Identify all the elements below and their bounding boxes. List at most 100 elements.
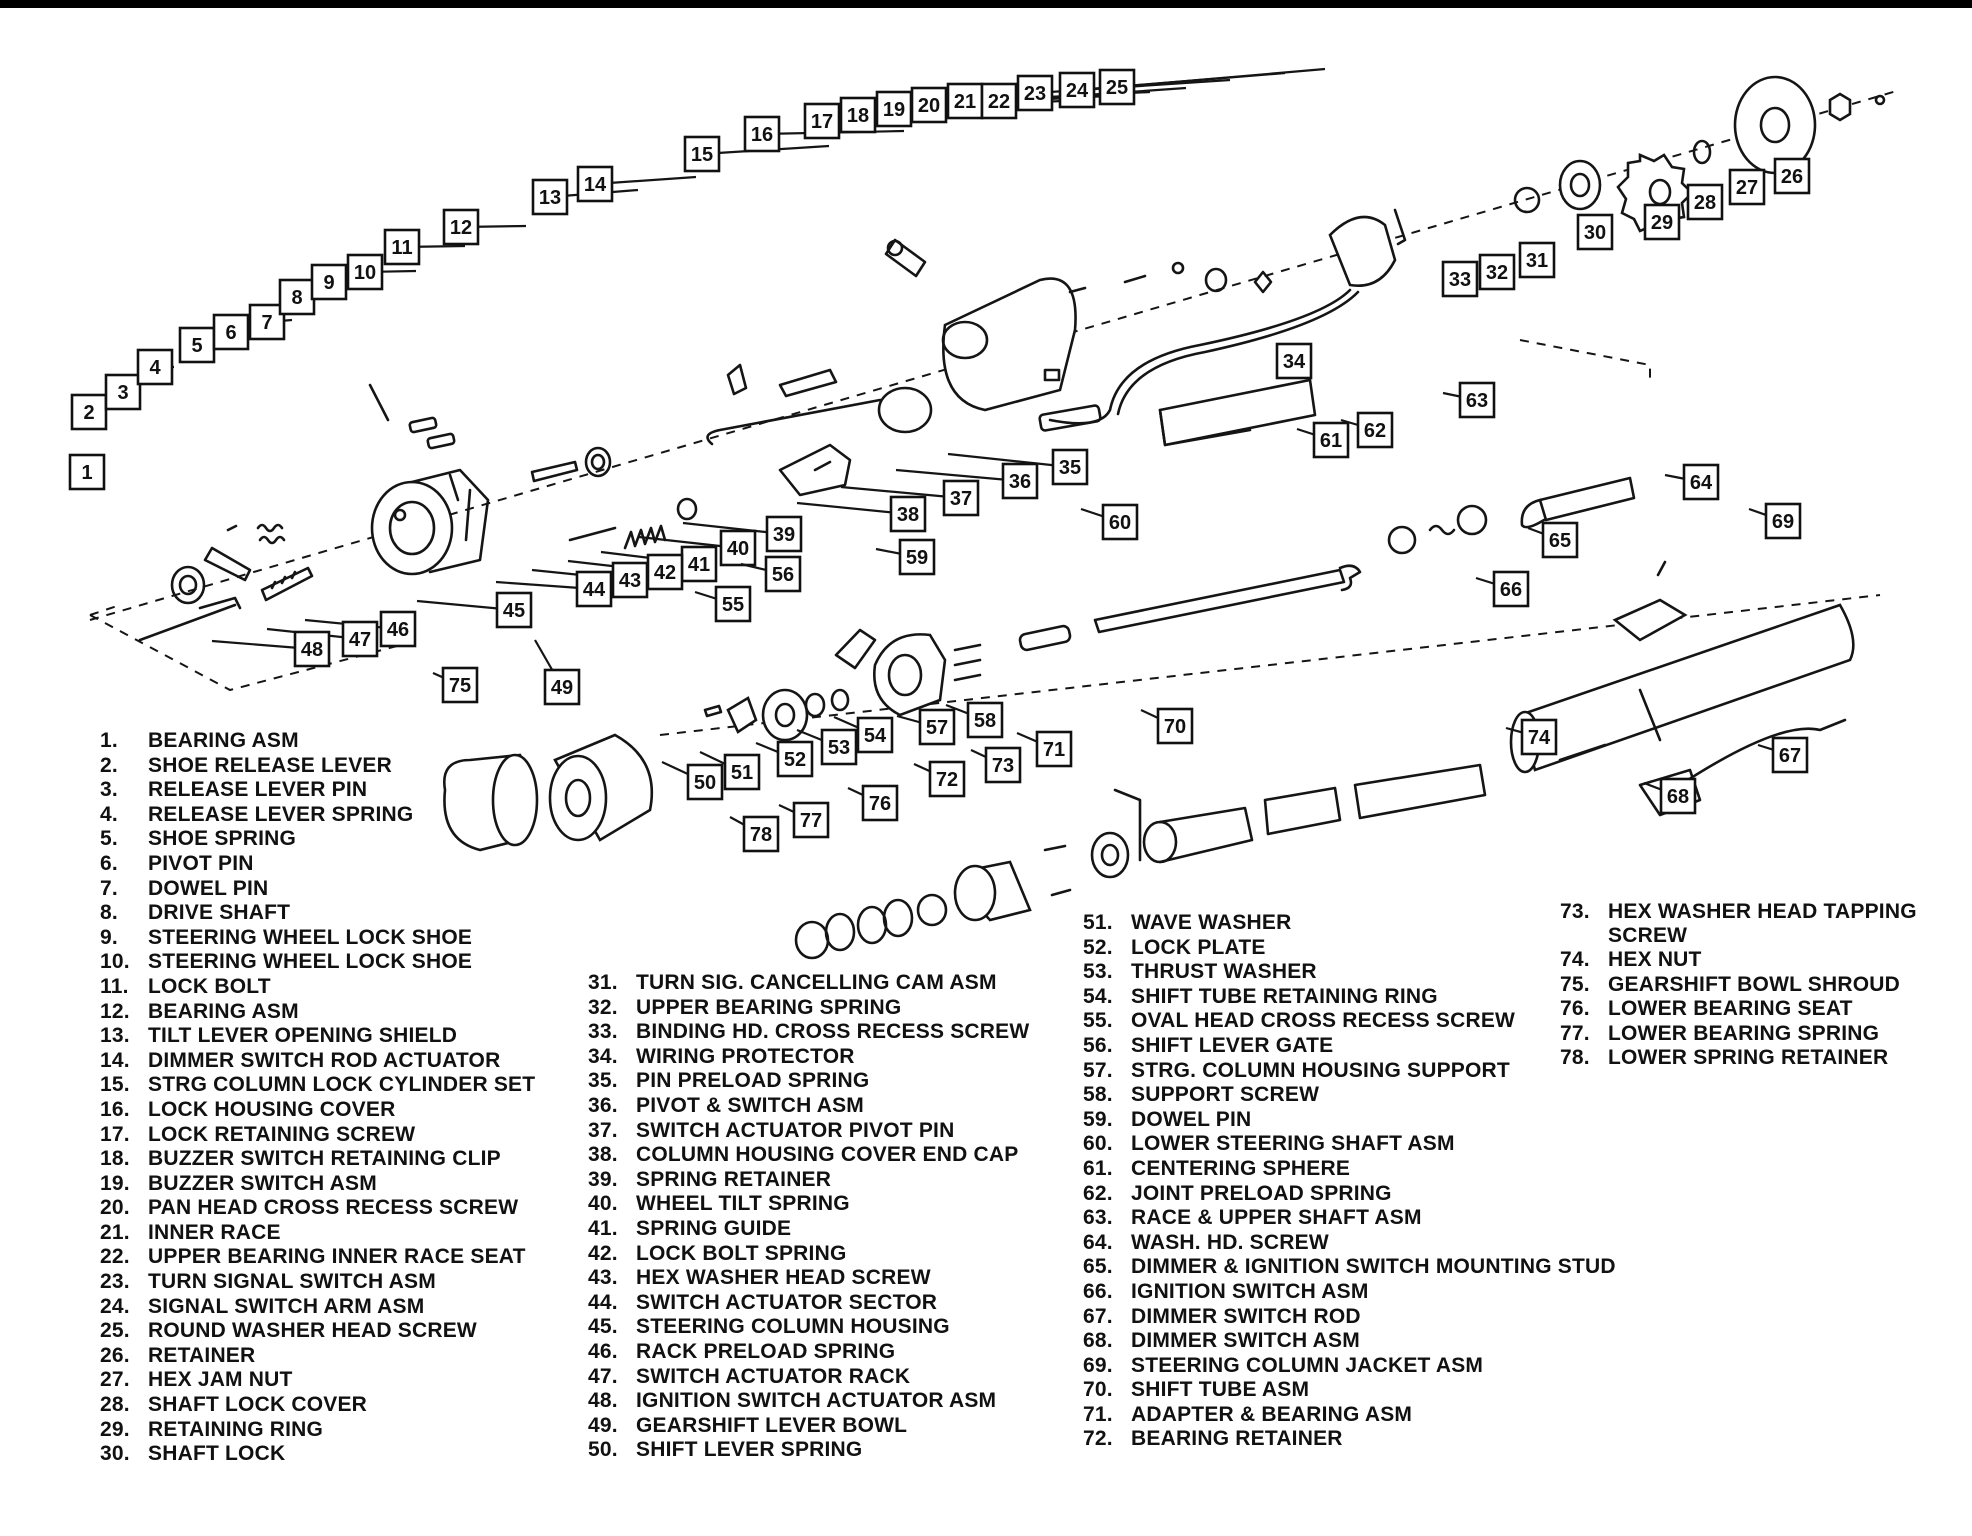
callout-number: 18 <box>847 105 869 127</box>
callout-box <box>1686 183 1724 221</box>
callout-number: 16 <box>751 124 773 146</box>
callout-number: 65 <box>1549 530 1571 552</box>
legend-item: 58.SUPPORT SCREW <box>1083 1083 1616 1108</box>
callout-3: 3 <box>104 373 142 411</box>
legend-item-label: HEX JAM NUT <box>148 1368 293 1392</box>
legend-item-label: WAVE WASHER <box>1131 911 1292 934</box>
legend-item-label: RACK PRELOAD SPRING <box>636 1339 896 1363</box>
callout-box <box>1458 381 1496 419</box>
legend-item-number: 42. <box>588 1241 618 1265</box>
legend-item: 15.STRG COLUMN LOCK CYLINDER SET <box>100 1073 535 1098</box>
callout-number: 6 <box>225 322 236 344</box>
legend-item-label: DIMMER SWITCH ASM <box>1131 1329 1360 1353</box>
callout-box <box>918 708 956 746</box>
callout-box <box>1771 736 1809 774</box>
legend-item: 60.LOWER STEERING SHAFT ASM <box>1083 1132 1616 1157</box>
callout-box <box>136 348 174 386</box>
legend-item-number: 16. <box>100 1097 130 1121</box>
callout-number: 27 <box>1736 177 1758 199</box>
callout-number: 22 <box>988 91 1010 113</box>
callout-number: 46 <box>387 619 409 641</box>
callout-box <box>928 760 966 798</box>
callout-number: 14 <box>584 174 607 196</box>
callout-box <box>1541 521 1579 559</box>
legend-item-number: 22. <box>100 1245 130 1269</box>
callout-number: 73 <box>992 755 1014 777</box>
part-switch-actuator-rack <box>260 566 314 602</box>
legend-item: 74.HEX NUT <box>1560 948 1938 973</box>
callout-10: 10 <box>346 253 384 291</box>
callout-number: 48 <box>301 639 323 661</box>
legend-item-number: 32. <box>588 995 618 1019</box>
legend-item-label: STEERING COLUMN JACKET ASM <box>1131 1353 1484 1377</box>
legend-item-number: 25. <box>100 1319 130 1343</box>
legend-item: 47.SWITCH ACTUATOR RACK <box>588 1365 1029 1390</box>
callout-number: 41 <box>688 554 710 576</box>
legend-item: 10.STEERING WHEEL LOCK SHOE <box>100 950 535 975</box>
callout-box <box>531 178 569 216</box>
legend-item-number: 12. <box>100 999 130 1023</box>
legend-item-number: 34. <box>588 1044 618 1068</box>
part-gearshift-lever-bowl <box>548 733 654 842</box>
callout-box <box>889 495 927 533</box>
callout-54: 54 <box>856 716 894 754</box>
legend-item-number: 54. <box>1083 984 1113 1008</box>
legend-item: 48.IGNITION SWITCH ACTUATOR ASM <box>588 1389 1029 1414</box>
callout-number: 47 <box>349 629 371 651</box>
legend-item-label: SWITCH ACTUATOR PIVOT PIN <box>636 1118 955 1142</box>
legend-item: 78.LOWER SPRING RETAINER <box>1560 1046 1938 1071</box>
callout-17: 17 <box>803 102 841 140</box>
legend-item: 35.PIN PRELOAD SPRING <box>588 1069 1029 1094</box>
callout-41: 41 <box>680 545 718 583</box>
legend-item-label: SPRING GUIDE <box>636 1216 792 1240</box>
legend-item-label: SIGNAL SWITCH ARM ASM <box>148 1294 425 1318</box>
callout-43: 43 <box>611 561 649 599</box>
legend-item: 63.RACE & UPPER SHAFT ASM <box>1083 1206 1616 1231</box>
legend-item-label: TURN SIGNAL SWITCH ASM <box>148 1270 436 1294</box>
legend-item-number: 57. <box>1083 1058 1113 1082</box>
legend-item-number: 59. <box>1083 1107 1113 1131</box>
legend-item-label: SHAFT LOCK COVER <box>148 1393 368 1417</box>
callout-number: 10 <box>354 262 376 284</box>
part-lower-steering-shaft <box>1018 564 1362 652</box>
legend-item: 69.STEERING COLUMN JACKET ASM <box>1083 1354 1616 1379</box>
legend-item: 77.LOWER BEARING SPRING <box>1560 1022 1938 1047</box>
legend-item: 4.RELEASE LEVER SPRING <box>100 803 535 828</box>
callout-2: 2 <box>70 393 108 431</box>
legend-item-number: 4. <box>100 802 118 826</box>
legend-item-label: BINDING HD. CROSS RECESS SCREW <box>636 1020 1030 1044</box>
legend-item-label: RETAINING RING <box>148 1417 324 1441</box>
part-gearshift-bowl-shroud <box>442 753 539 852</box>
part-tilt-lever-shield <box>726 363 748 396</box>
callout-number: 15 <box>691 144 713 166</box>
legend-item: 62.JOINT PRELOAD SPRING <box>1083 1182 1616 1207</box>
callout-box <box>1773 157 1811 195</box>
legend-item-number: 7. <box>100 876 118 900</box>
legend-item-label: UPPER BEARING SPRING <box>636 995 902 1019</box>
legend-item-label: SHOE SPRING <box>148 827 297 851</box>
callout-1: 1 <box>68 453 106 491</box>
part-support-screws <box>953 643 982 682</box>
legend-item-number: 48. <box>588 1389 618 1413</box>
callout-71: 71 <box>1035 730 1073 768</box>
legend-item-number: 46. <box>588 1339 618 1363</box>
part-ignition-switch <box>1612 598 1688 642</box>
legend-item-label: BEARING ASM <box>148 999 299 1023</box>
legend-item-number: 38. <box>588 1143 618 1167</box>
legend-item-label: RACE & UPPER SHAFT ASM <box>1131 1206 1422 1230</box>
callout-20: 20 <box>910 86 948 124</box>
callout-box <box>686 763 724 801</box>
callout-box <box>293 630 331 668</box>
callout-box <box>383 228 421 266</box>
part-hex-jam-nut <box>1828 92 1852 122</box>
legend-item-label: SHAFT LOCK <box>148 1442 286 1466</box>
part-pivot-switch-asm <box>706 386 933 446</box>
part-hex-nut <box>1558 743 1607 762</box>
callout-number: 52 <box>784 749 806 771</box>
callout-box <box>575 570 613 608</box>
legend-item: 16.LOCK HOUSING COVER <box>100 1098 535 1123</box>
callout-number: 29 <box>1651 212 1673 234</box>
part-spring-retainer <box>676 497 698 521</box>
